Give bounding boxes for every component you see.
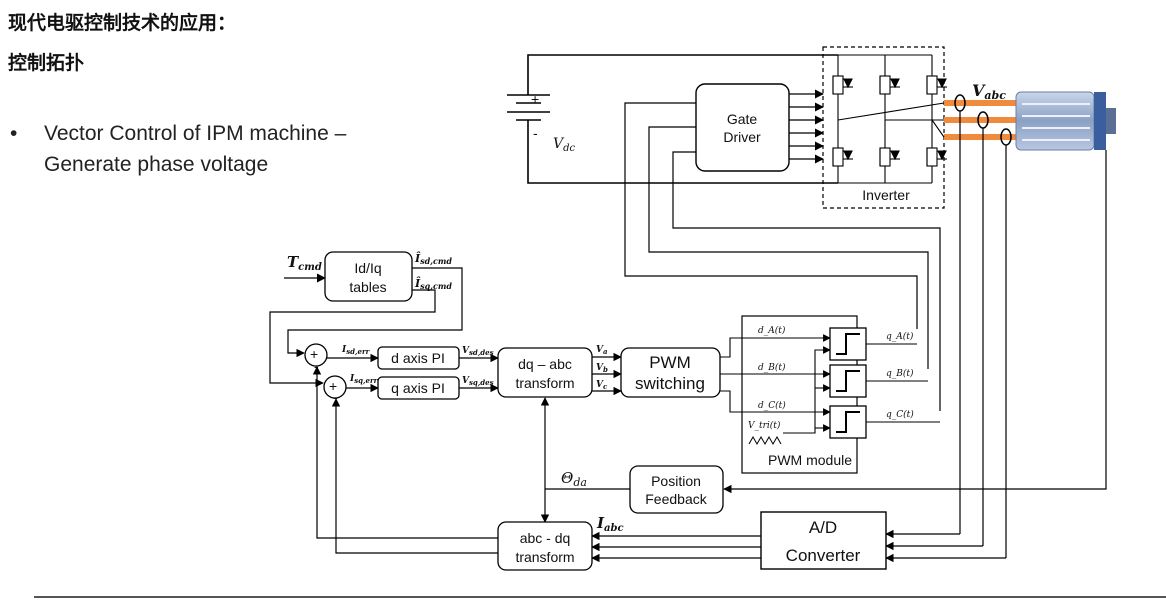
battery-icon [507, 94, 550, 125]
command-routing [269, 267, 463, 388]
sum-d-minus: - [314, 358, 319, 374]
sum-q-plus: + [329, 378, 337, 394]
dq-abc-transform-block [497, 347, 593, 398]
battery-plus-label: + [531, 91, 539, 107]
sum-d-plus: + [310, 346, 318, 362]
phase-cables [944, 100, 1016, 140]
ad-converter-block [760, 511, 887, 570]
vabc-label: Vabc [972, 81, 1006, 102]
vabc-arrows [592, 352, 622, 396]
dq-abc-label-1: dq – abc [518, 356, 572, 372]
abc-dq-transform-block [497, 521, 593, 571]
theta-routing [540, 397, 630, 523]
idiq-tables-label-1: Id/Iq [354, 260, 381, 276]
ad-input-arrows [885, 529, 1006, 563]
idiq-tables-block [324, 251, 413, 302]
va-label: Va [596, 345, 608, 356]
ad-converter-label-2: Converter [786, 546, 861, 565]
abc-dq-label-2: transform [515, 549, 574, 565]
vsd-des-label: Vsd,des [462, 346, 494, 357]
tcmd-label: Tcmd [287, 253, 322, 273]
dc-label: d_C(t) [758, 400, 786, 411]
dc-bus-wires [527, 54, 838, 184]
pwm-internal-wiring [720, 334, 831, 434]
vc-label: Vc [596, 380, 608, 391]
gate-signal-arrows [789, 89, 824, 164]
gate-driver-block [695, 83, 790, 172]
iabc-label: Iabc [596, 514, 624, 534]
isd-cmd-label: Îsd,cmd [414, 251, 452, 266]
inverter-label: Inverter [862, 187, 910, 203]
pwm-switching-label-2: switching [635, 374, 705, 393]
isd-err-label: Isd,err [341, 345, 371, 356]
bullet-line-1: Vector Control of IPM machine – [44, 122, 347, 145]
theta-da-label: Θda [561, 469, 587, 489]
qb-label: q_B(t) [886, 368, 914, 379]
sum-junction-d [304, 343, 328, 367]
pwm-switching-label-1: PWM [649, 353, 691, 372]
idiq-tables-label-2: tables [349, 279, 386, 295]
phase-links [837, 102, 945, 138]
db-label: d_B(t) [758, 362, 786, 373]
ad-output-arrows [591, 531, 761, 563]
inverter-boundary [822, 46, 945, 209]
battery-minus-label: - [533, 125, 538, 141]
position-feedback-label-1: Position [651, 473, 701, 489]
dq-abc-label-2: transform [515, 375, 574, 391]
isq-cmd-label: Îsq,cmd [414, 276, 452, 291]
sum-junction-q [323, 375, 347, 399]
gate-driver-label-1: Gate [727, 111, 758, 127]
page-title: 现代电驱控制技术的应用： [8, 12, 237, 34]
gate-feedback-lines [624, 102, 941, 411]
qc-label: q_C(t) [886, 409, 914, 420]
vb-label: Vb [596, 363, 608, 374]
q-axis-pi-label: q axis PI [391, 380, 445, 396]
vdc-label: Vdc [553, 136, 576, 154]
vsq-des-label: Vsq,des [462, 376, 494, 387]
pwm-module-label: PWM module [768, 452, 852, 468]
bullet-line-2: Generate phase voltage [44, 153, 269, 176]
triangle-wave-icon [748, 435, 782, 446]
pwm-switching-block [620, 347, 721, 398]
bullet-dot: • [10, 122, 18, 145]
comparator-icons [829, 327, 867, 439]
footer-divider [34, 596, 1166, 598]
gate-driver-label-2: Driver [723, 129, 761, 145]
abc-dq-label-1: abc - dq [520, 530, 571, 546]
current-feedback-lines [312, 366, 498, 554]
sensor-lines [723, 111, 1107, 558]
vtri-label: V_tri(t) [748, 420, 781, 431]
da-label: d_A(t) [758, 325, 786, 336]
ad-converter-label-1: A/D [809, 518, 837, 537]
inverter-switches [832, 54, 947, 184]
qa-label: q_A(t) [886, 331, 914, 342]
motor-icon [1015, 91, 1116, 151]
sum-q-minus: - [333, 389, 338, 405]
gate-output-lines [866, 343, 940, 423]
isq-err-label: Isq,err [349, 374, 379, 385]
position-feedback-label-2: Feedback [645, 491, 707, 507]
d-axis-pi-label: d axis PI [391, 350, 445, 366]
section-title: 控制拓扑 [8, 52, 85, 74]
